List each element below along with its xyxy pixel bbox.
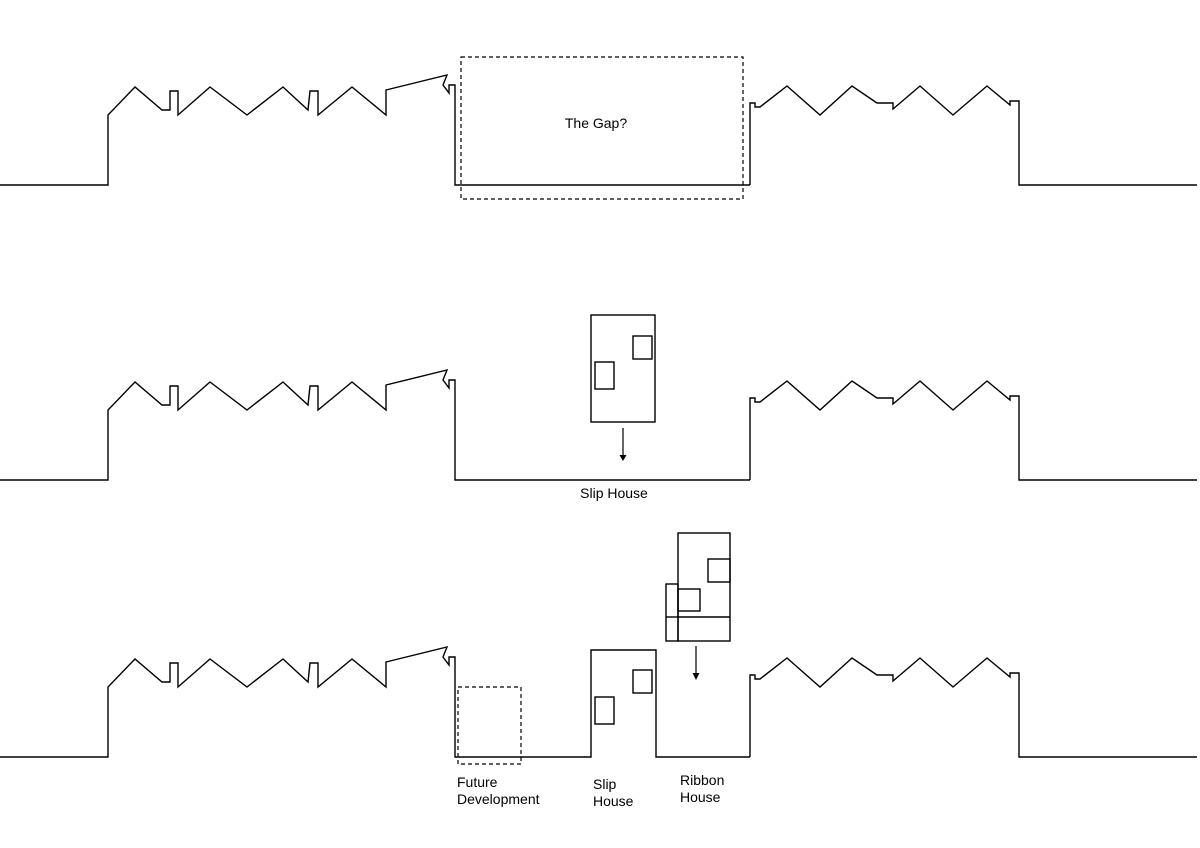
slip-house-windows bbox=[594, 669, 653, 725]
window bbox=[632, 669, 653, 694]
gap-label: The Gap? bbox=[565, 115, 627, 131]
future-label-line2: Development bbox=[457, 791, 540, 807]
window bbox=[632, 335, 653, 360]
slip-label-line1: Slip bbox=[593, 776, 617, 792]
slip-label-line2: House bbox=[593, 793, 634, 809]
drop-arrow-bottom bbox=[692, 646, 700, 680]
slip-house-block bbox=[590, 314, 656, 423]
ribbon-label-line2: House bbox=[680, 789, 721, 805]
left-terrace-middle bbox=[0, 369, 750, 481]
left-terrace-bottom bbox=[0, 646, 750, 758]
window bbox=[594, 361, 615, 390]
panel-middle: Slip House bbox=[0, 314, 1198, 501]
window bbox=[594, 696, 615, 725]
panel-bottom: Future Development Slip House Ribbon Hou… bbox=[0, 532, 1198, 809]
future-development-outline bbox=[457, 686, 522, 765]
drop-arrow-middle bbox=[619, 428, 627, 461]
right-terrace-top bbox=[749, 85, 1198, 186]
slip-house-label: Slip House bbox=[580, 485, 648, 501]
left-terrace-top bbox=[0, 74, 750, 186]
right-terrace-bottom bbox=[749, 657, 1198, 758]
right-terrace-middle bbox=[749, 380, 1198, 481]
future-label-line1: Future bbox=[457, 774, 498, 790]
gap-outline bbox=[460, 56, 744, 200]
ribbon-house-block bbox=[665, 532, 731, 642]
ribbon-label-line1: Ribbon bbox=[680, 772, 724, 788]
panel-top: The Gap? bbox=[0, 56, 1198, 200]
